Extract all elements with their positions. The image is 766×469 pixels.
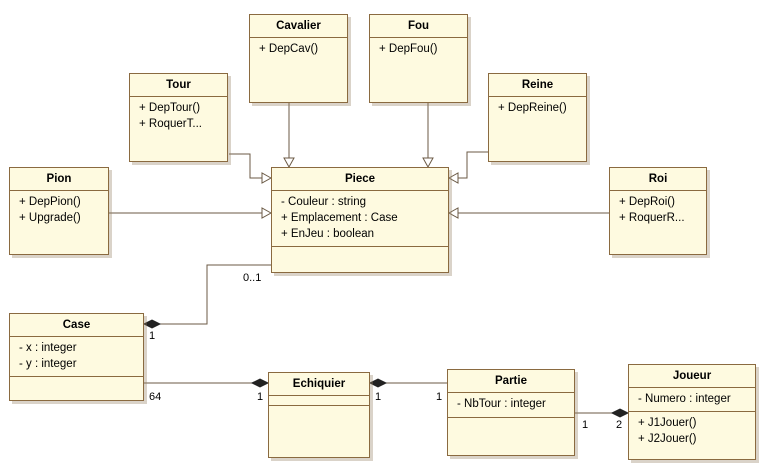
class-name: Roi bbox=[610, 168, 706, 191]
operation: + DepTour() bbox=[139, 102, 201, 114]
class-echiquier[interactable]: Echiquier bbox=[268, 372, 370, 458]
class-operations: + DepRoi() + RoquerR... bbox=[610, 191, 706, 256]
class-name: Piece bbox=[272, 168, 448, 191]
class-name: Echiquier bbox=[269, 373, 369, 396]
class-fou[interactable]: Fou + DepFou() bbox=[369, 14, 468, 103]
class-case[interactable]: Case - x : integer - y : integer bbox=[9, 313, 144, 401]
class-attributes bbox=[269, 396, 369, 406]
composition-diamond-case bbox=[142, 319, 162, 329]
class-reine[interactable]: Reine + DepReine() bbox=[488, 73, 587, 162]
multiplicity-echiquier-case-one: 1 bbox=[257, 391, 264, 403]
class-name: Joueur bbox=[629, 365, 755, 388]
operation: + DepReine() bbox=[498, 102, 567, 114]
class-pion[interactable]: Pion + DepPion() + Upgrade() bbox=[9, 167, 109, 255]
generalization-arrowhead-pion bbox=[261, 207, 273, 219]
generalization-arrowhead-roi bbox=[447, 207, 459, 219]
composition-diamond-echiquier-left bbox=[250, 378, 270, 388]
composition-diamond-joueur bbox=[610, 408, 630, 418]
multiplicity-piece-zero-one: 0..1 bbox=[243, 272, 262, 284]
attribute: + Emplacement : Case bbox=[281, 212, 398, 224]
generalization-arrowhead-fou bbox=[422, 157, 434, 169]
class-joueur[interactable]: Joueur - Numero : integer + J1Jouer() + … bbox=[628, 364, 756, 460]
multiplicity-case-one: 1 bbox=[149, 330, 156, 342]
operation: + J1Jouer() bbox=[638, 417, 697, 429]
class-operations: + DepCav() bbox=[250, 38, 347, 104]
generalization-line-tour bbox=[229, 153, 262, 179]
class-operations: + DepPion() + Upgrade() bbox=[10, 191, 108, 256]
attribute: - Couleur : string bbox=[281, 196, 367, 208]
operation: + DepCav() bbox=[259, 43, 319, 55]
class-attributes: - Couleur : string + Emplacement : Case … bbox=[272, 191, 448, 247]
operation: + RoquerT... bbox=[139, 118, 202, 130]
operation: + DepRoi() bbox=[619, 196, 675, 208]
class-cavalier[interactable]: Cavalier + DepCav() bbox=[249, 14, 348, 103]
multiplicity-joueur-two: 2 bbox=[616, 419, 623, 431]
multiplicity-partie-joueur-one: 1 bbox=[582, 419, 589, 431]
attribute: + EnJeu : boolean bbox=[281, 228, 375, 240]
class-partie[interactable]: Partie - NbTour : integer bbox=[447, 369, 575, 456]
attribute: - x : integer bbox=[19, 342, 77, 354]
multiplicity-echiquier-partie-one: 1 bbox=[375, 391, 382, 403]
class-piece[interactable]: Piece - Couleur : string + Emplacement :… bbox=[271, 167, 449, 273]
class-name: Reine bbox=[489, 74, 586, 97]
class-operations bbox=[10, 377, 143, 402]
operation: + J2Jouer() bbox=[638, 433, 697, 445]
operation: + RoquerR... bbox=[619, 212, 685, 224]
operation: + DepPion() bbox=[19, 196, 81, 208]
operation: + Upgrade() bbox=[19, 212, 81, 224]
class-name: Case bbox=[10, 314, 143, 337]
class-name: Fou bbox=[370, 15, 467, 38]
class-operations: + DepTour() + RoquerT... bbox=[130, 97, 227, 163]
attribute: - Numero : integer bbox=[638, 393, 731, 405]
composition-diamond-echiquier-right bbox=[368, 378, 388, 388]
class-name: Cavalier bbox=[250, 15, 347, 38]
class-operations: + J1Jouer() + J2Jouer() bbox=[629, 412, 755, 460]
class-attributes: - Numero : integer bbox=[629, 388, 755, 412]
operation: + DepFou() bbox=[379, 43, 438, 55]
generalization-arrowhead-tour bbox=[261, 172, 273, 184]
multiplicity-partie-one: 1 bbox=[436, 391, 443, 403]
generalization-line-reine bbox=[458, 151, 488, 179]
attribute: - y : integer bbox=[19, 358, 77, 370]
class-name: Partie bbox=[448, 370, 574, 393]
generalization-arrowhead-cavalier bbox=[283, 157, 295, 169]
generalization-arrowhead-reine bbox=[447, 172, 459, 184]
composition-line-case-piece bbox=[152, 264, 271, 325]
class-attributes: - x : integer - y : integer bbox=[10, 337, 143, 377]
attribute: - NbTour : integer bbox=[457, 398, 546, 410]
class-name: Tour bbox=[130, 74, 227, 97]
class-operations bbox=[448, 418, 574, 457]
multiplicity-case-sixty-four: 64 bbox=[149, 391, 162, 403]
class-roi[interactable]: Roi + DepRoi() + RoquerR... bbox=[609, 167, 707, 255]
class-attributes: - NbTour : integer bbox=[448, 393, 574, 418]
class-operations: + DepFou() bbox=[370, 38, 467, 104]
class-tour[interactable]: Tour + DepTour() + RoquerT... bbox=[129, 73, 228, 162]
class-operations: + DepReine() bbox=[489, 97, 586, 163]
class-operations bbox=[272, 247, 448, 274]
class-operations bbox=[269, 406, 369, 459]
class-name: Pion bbox=[10, 168, 108, 191]
